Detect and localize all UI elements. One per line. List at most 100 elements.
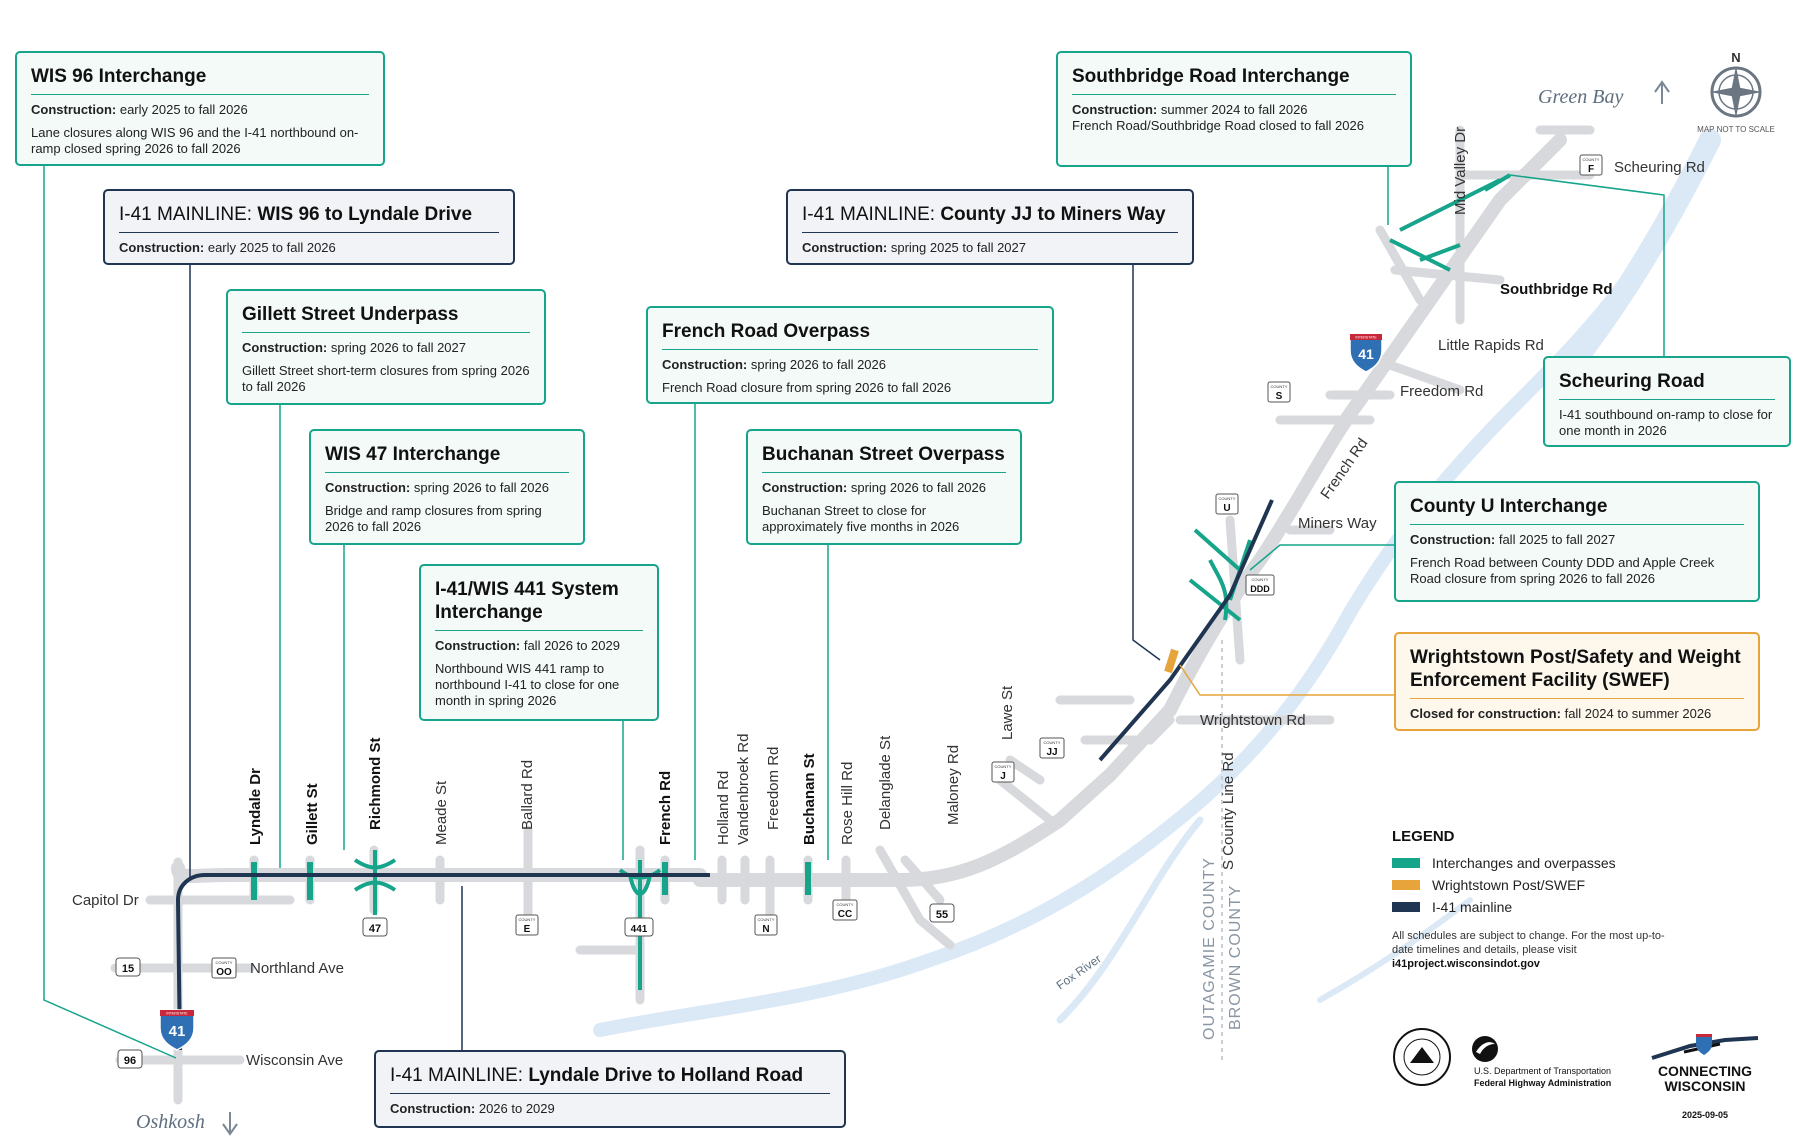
wisdot-seal-icon	[1393, 1028, 1451, 1086]
svg-text:JJ: JJ	[1046, 747, 1057, 758]
scheuring-rd-label: Scheuring Rd	[1614, 159, 1705, 176]
county-u-title: County U Interchange	[1410, 495, 1744, 525]
holland-rd-label: Holland Rd	[715, 771, 732, 845]
buchanan-callout: Buchanan Street Overpass Construction: s…	[746, 429, 1022, 545]
legend-title: LEGEND	[1392, 828, 1455, 845]
state-shield-96: 96	[117, 1049, 143, 1069]
wis47-callout: WIS 47 Interchange Construction: spring …	[309, 429, 585, 545]
svg-text:U: U	[1223, 503, 1230, 514]
fhwa-text: Federal Highway Administration	[1474, 1078, 1612, 1088]
county-shield-u: COUNTY U	[1215, 493, 1239, 515]
state-shield-15: 15	[115, 957, 141, 977]
mainline1-title: WIS 96 to Lyndale Drive	[257, 204, 473, 225]
svg-text:N: N	[1731, 50, 1740, 65]
compass-icon: N MAP NOT TO SCALE	[1697, 50, 1775, 134]
svg-text:COUNTY: COUNTY	[1219, 496, 1236, 501]
svg-text:COUNTY: COUNTY	[758, 917, 775, 922]
s-county-line-rd-label: S County Line Rd	[1220, 752, 1237, 870]
oshkosh-arrow-icon	[222, 1112, 238, 1136]
mainline3-title: Lyndale Drive to Holland Road	[528, 1065, 804, 1086]
rose-hill-rd-label: Rose Hill Rd	[839, 762, 856, 845]
wis47-title: WIS 47 Interchange	[325, 443, 569, 473]
wis441-note: Northbound WIS 441 ramp to northbound I-…	[435, 661, 620, 708]
road-labels: Lyndale Dr Gillett St Richmond St Meade …	[72, 127, 1705, 1069]
swef-construction: fall 2024 to summer 2026	[1564, 706, 1712, 721]
southbridge-construction: summer 2024 to fall 2026	[1160, 102, 1308, 117]
southbridge-callout: Southbridge Road Interchange Constructio…	[1056, 51, 1412, 167]
swef-title: Wrightstown Post/Safety and Weight Enfor…	[1410, 646, 1744, 699]
richmond-st-label: Richmond St	[367, 737, 384, 830]
state-shield-441: 441	[624, 917, 654, 937]
mainline3-construction: 2026 to 2029	[478, 1101, 555, 1116]
mid-valley-dr-label: Mid Valley Dr	[1452, 127, 1469, 215]
mainline2-title: County JJ to Miners Way	[940, 204, 1166, 225]
little-rapids-rd-label: Little Rapids Rd	[1438, 337, 1544, 354]
legend-note: All schedules are subject to change. For…	[1392, 930, 1665, 970]
french-construction: spring 2026 to fall 2026	[750, 357, 886, 372]
wis96-construction: early 2025 to fall 2026	[119, 102, 248, 117]
mainline3-callout: I-41 MAINLINE: Lyndale Drive to Holland …	[374, 1050, 846, 1128]
southbridge-title: Southbridge Road Interchange	[1072, 65, 1396, 95]
project-url-link[interactable]: i41project.wisconsindot.gov	[1392, 958, 1540, 970]
freedom-rd-south-label: Freedom Rd	[765, 747, 782, 830]
mainline1-construction: early 2025 to fall 2026	[207, 240, 336, 255]
buchanan-title: Buchanan Street Overpass	[762, 443, 1006, 473]
svg-text:OO: OO	[216, 967, 232, 978]
wis96-title: WIS 96 Interchange	[31, 65, 369, 95]
buchanan-note: Buchanan Street to close for approximate…	[762, 503, 960, 534]
french-title: French Road Overpass	[662, 320, 1038, 350]
state-shield-55: 55	[929, 903, 955, 923]
wis441-callout: I-41/WIS 441 System Interchange Construc…	[419, 564, 659, 721]
svg-text:441: 441	[631, 924, 648, 935]
southbridge-rd-label: Southbridge Rd	[1500, 281, 1613, 298]
svg-text:COUNTY: COUNTY	[1271, 384, 1288, 389]
buchanan-construction: spring 2026 to fall 2026	[850, 480, 986, 495]
wrightstown-rd-label: Wrightstown Rd	[1200, 712, 1306, 729]
state-shield-47: 47	[362, 917, 388, 937]
road-network	[110, 125, 1595, 1105]
miners-way-label: Miners Way	[1298, 515, 1377, 532]
svg-text:COUNTY: COUNTY	[837, 902, 854, 907]
swef-callout: Wrightstown Post/Safety and Weight Enfor…	[1394, 632, 1760, 731]
gillett-st-label: Gillett St	[304, 783, 321, 845]
svg-text:COUNTY: COUNTY	[1583, 157, 1600, 162]
northland-ave-label: Northland Ave	[250, 960, 344, 977]
legend-item: I-41 mainline	[1392, 899, 1692, 915]
county-shield-n: COUNTY N	[754, 914, 778, 936]
county-shield-s: COUNTY S	[1267, 381, 1291, 403]
wis47-note: Bridge and ramp closures from spring 202…	[325, 503, 542, 534]
svg-text:N: N	[762, 924, 769, 935]
leader-lines	[43, 164, 1665, 1059]
lawe-st-label: Lawe St	[999, 685, 1016, 740]
svg-text:INTERSTATE: INTERSTATE	[166, 1012, 188, 1016]
mainline2-callout: I-41 MAINLINE: County JJ to Miners Way C…	[786, 189, 1194, 265]
svg-text:S: S	[1276, 391, 1283, 402]
i41-mainline	[175, 499, 1274, 1051]
svg-text:55: 55	[936, 909, 948, 921]
scheuring-title: Scheuring Road	[1559, 370, 1775, 400]
scheuring-note: I-41 southbound on-ramp to close for one…	[1559, 407, 1773, 438]
wis441-construction: fall 2026 to 2029	[523, 638, 620, 653]
capitol-dr-label: Capitol Dr	[72, 892, 139, 909]
interchanges	[251, 173, 1512, 990]
oshkosh-label: Oshkosh	[136, 1111, 205, 1133]
svg-text:96: 96	[124, 1055, 136, 1067]
lyndale-dr-label: Lyndale Dr	[247, 768, 264, 845]
legend-item: Wrightstown Post/SWEF	[1392, 877, 1692, 893]
green-bay-label: Green Bay	[1538, 86, 1623, 108]
vandenbroek-rd-label: Vandenbroek Rd	[735, 734, 752, 845]
scheuring-callout: Scheuring Road I-41 southbound on-ramp t…	[1543, 356, 1791, 447]
maloney-rd-label: Maloney Rd	[945, 745, 962, 825]
legend-item: Interchanges and overpasses	[1392, 855, 1692, 871]
wisconsin-ave-label: Wisconsin Ave	[246, 1052, 343, 1069]
ballard-rd-label: Ballard Rd	[519, 760, 536, 830]
usdot-logo-icon	[1472, 1036, 1498, 1062]
